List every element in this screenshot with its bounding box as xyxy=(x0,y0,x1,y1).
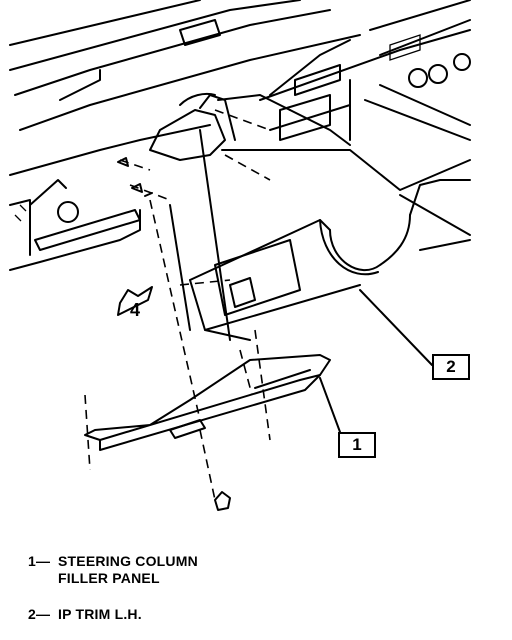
legend-text-line1: STEERING COLUMN xyxy=(58,553,198,569)
callout-trim: 2 xyxy=(432,354,470,380)
exploded-view-diagram xyxy=(9,0,471,511)
leader-lines xyxy=(169,129,433,433)
legend-text-line2: FILLER PANEL xyxy=(58,570,160,586)
ip-trim-assembly xyxy=(149,39,471,341)
legend-item-2: 2— IP TRIM L.H. xyxy=(28,606,142,623)
legend-number: 2— xyxy=(28,606,51,622)
dashboard-left-section xyxy=(9,124,211,271)
view-arrow-icon xyxy=(117,286,153,316)
dashboard-top xyxy=(9,0,471,141)
line-art xyxy=(9,0,471,511)
filler-panel xyxy=(84,354,331,451)
fasteners xyxy=(117,157,231,511)
view-indicator-label: 4 xyxy=(130,300,141,320)
legend-item-1: 1— STEERING COLUMN FILLER PANEL xyxy=(28,553,198,587)
callout-panel: 1 xyxy=(338,432,376,458)
legend-text-line1: IP TRIM L.H. xyxy=(58,606,142,622)
legend-number: 1— xyxy=(28,553,51,569)
alignment-lines xyxy=(84,109,271,501)
